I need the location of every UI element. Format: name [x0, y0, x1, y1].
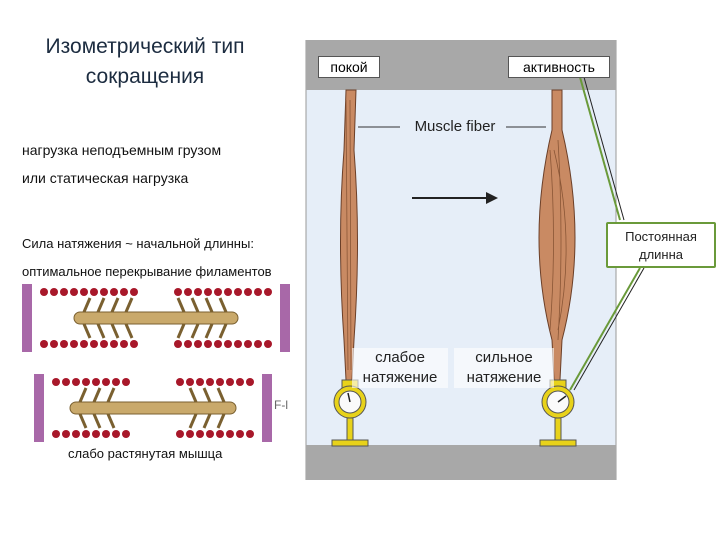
page-title: Изометрический тип сокращения [10, 32, 280, 92]
actin-filaments [52, 378, 254, 438]
constant-length-box: Постоянная длинна [606, 222, 716, 268]
myosin-filament [69, 401, 237, 415]
myosin-heads [82, 297, 228, 339]
gauge-left-icon [331, 379, 369, 447]
constant-length-line-2: длинна [638, 247, 684, 262]
strong-tension-label: сильное натяжение [454, 348, 554, 388]
z-disc-right [280, 284, 290, 352]
bottom-plate [306, 445, 616, 480]
title-line-1: Изометрический тип [45, 35, 245, 58]
weak-tension-line-2: натяжение [362, 369, 438, 386]
constant-length-line-1: Постоянная [625, 229, 697, 244]
muscle-rest [340, 89, 358, 381]
force-length-label: F-l [274, 398, 288, 412]
strong-tension-line-2: натяжение [466, 369, 542, 386]
myosin-filament [73, 311, 239, 325]
sarcomere-stretched [34, 374, 272, 442]
actin-filaments [40, 288, 272, 348]
load-text-1: нагрузка неподъемным грузом [22, 142, 222, 158]
stretched-caption: слабо растянутая мышца [68, 446, 223, 461]
activity-label: активность [508, 56, 610, 78]
load-text-2: или статическая нагрузка [22, 170, 189, 186]
weak-tension-line-1: слабое [375, 349, 425, 366]
z-disc-left [22, 284, 32, 352]
title-line-2: сокращения [85, 65, 205, 88]
z-disc-left [34, 374, 44, 442]
arrow-icon [412, 192, 498, 204]
overlap-text: оптимальное перекрывание филаментов [22, 264, 272, 279]
myosin-heads [78, 387, 226, 429]
strong-tension-line-1: сильное [475, 349, 533, 366]
gauge-right-icon [539, 379, 577, 447]
sarcomere-optimal [22, 284, 290, 352]
tension-text: Сила натяжения ~ начальной длинны: [22, 236, 254, 251]
weak-tension-label: слабое натяжение [352, 348, 448, 388]
z-disc-right [262, 374, 272, 442]
muscle-fiber-label: Muscle fiber [414, 118, 496, 135]
constant-length-pointer [569, 69, 645, 391]
muscle-figure [305, 40, 617, 480]
rest-label: покой [318, 56, 380, 78]
